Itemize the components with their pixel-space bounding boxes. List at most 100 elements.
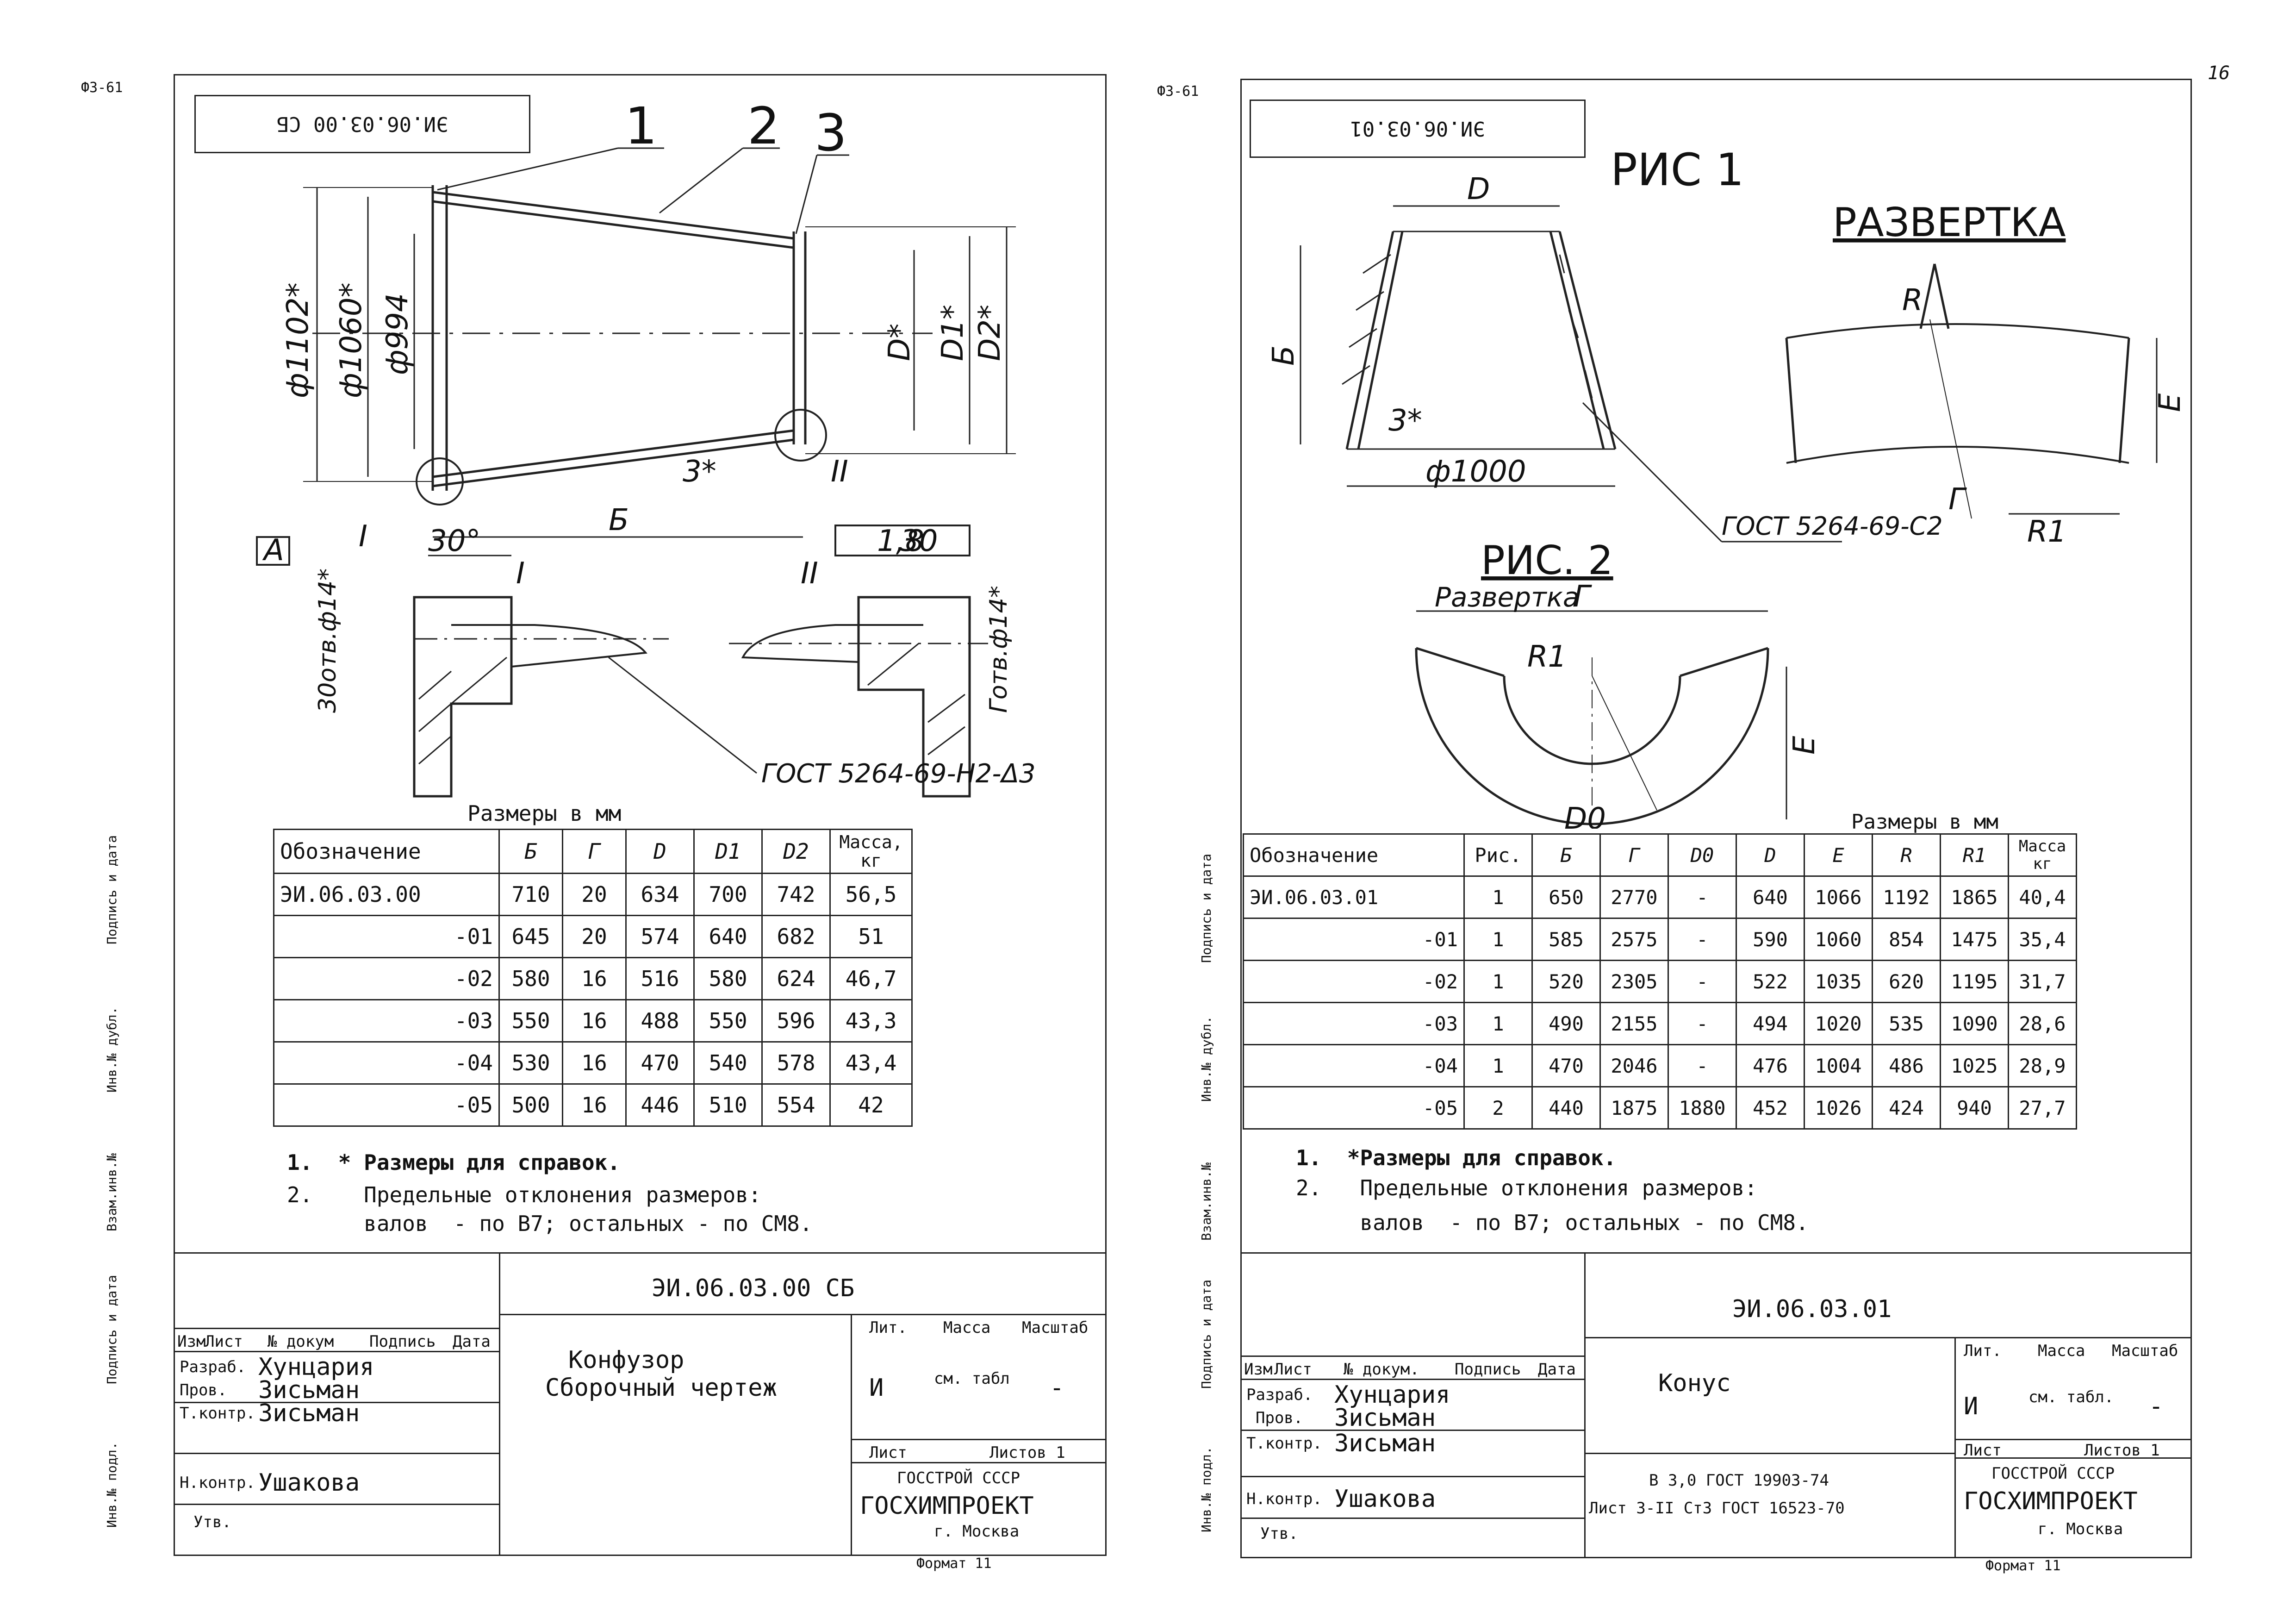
- callout-2: 2: [747, 96, 780, 156]
- table-cell: -04: [1243, 1044, 1465, 1087]
- left-note-3: валов - по В7; остальных - по СМ8.: [287, 1211, 813, 1236]
- table-cell: 490: [1531, 1002, 1601, 1045]
- table-cell: -: [1668, 918, 1737, 961]
- table-cell: 554: [761, 1083, 831, 1127]
- table-cell: 1004: [1804, 1044, 1873, 1087]
- table-cell: 1: [1463, 918, 1533, 961]
- table-cell: 494: [1736, 1002, 1805, 1045]
- table-cell: 2: [1463, 1086, 1533, 1130]
- razv-dim-R: R: [1902, 283, 1923, 318]
- table-cell: R1: [1940, 833, 2009, 877]
- holes-2: Готв.ф14*: [985, 586, 1013, 713]
- left-spec-table: Обозначение Б Г D D1 D2 Масса, кг ЭИ.06.…: [273, 829, 913, 1127]
- table-cell: 42: [829, 1083, 913, 1127]
- section-II-title: II: [801, 556, 818, 591]
- section-I-label: I: [359, 519, 367, 554]
- table-cell: 1875: [1599, 1086, 1669, 1130]
- table-cell: 16: [562, 1041, 627, 1085]
- section-I-title: I: [516, 556, 525, 591]
- table-cell: 28,6: [2008, 1002, 2077, 1045]
- table-cell: 1195: [1940, 960, 2009, 1003]
- table-cell: 1025: [1940, 1044, 2009, 1087]
- fig2-dim-G: Г: [1574, 580, 1592, 614]
- razv-dim-E: Е: [2153, 393, 2187, 412]
- table-cell: -: [1668, 1002, 1737, 1045]
- table-cell: -05: [1243, 1086, 1465, 1130]
- table-cell: -04: [273, 1041, 500, 1085]
- table-cell: 43,3: [829, 999, 913, 1043]
- table-cell: 1: [1463, 875, 1533, 919]
- table-cell: 1060: [1804, 918, 1873, 961]
- table-cell: D0: [1668, 833, 1737, 877]
- dim-D: D*: [883, 324, 917, 361]
- table-cell: 470: [625, 1041, 695, 1085]
- table-cell: 31,7: [2008, 960, 2077, 1003]
- table-cell: D: [625, 829, 695, 874]
- table-cell: 16: [562, 1083, 627, 1127]
- fig1-weld: ГОСТ 5264-69-С2: [1722, 512, 1943, 541]
- table-cell: 20: [562, 915, 627, 958]
- table-cell: 1026: [1804, 1086, 1873, 1130]
- table-cell: 500: [498, 1083, 563, 1127]
- left-part-name: Конфузор: [568, 1346, 684, 1374]
- table-cell: 1880: [1668, 1086, 1737, 1130]
- dim-d994: ф994: [380, 293, 415, 375]
- right-note-2: 2. Предельные отклонения размеров:: [1296, 1175, 1757, 1200]
- table-cell: 710: [498, 873, 563, 916]
- table-cell: 574: [625, 915, 695, 958]
- dim-D1: D1*: [936, 305, 970, 361]
- table-cell: Е: [1804, 833, 1873, 877]
- left-format: Формат 11: [916, 1555, 992, 1572]
- table-cell: 486: [1872, 1044, 1941, 1087]
- table-cell: 540: [693, 1041, 763, 1085]
- table-cell: 650: [1531, 875, 1601, 919]
- table-cell: 596: [761, 999, 831, 1043]
- table-cell: -01: [273, 915, 500, 958]
- right-sheet-frame: [1240, 79, 2192, 1558]
- table-cell: Масса, кг: [829, 829, 913, 874]
- table-cell: 550: [693, 999, 763, 1043]
- right-doc-code: ЭИ.06.03.01: [1732, 1295, 1892, 1323]
- table-cell: 43,4: [829, 1041, 913, 1085]
- razv-dim-R1: R1: [2027, 515, 2066, 549]
- fig1-dim-d1000: ф1000: [1425, 455, 1526, 489]
- table-cell: 1035: [1804, 960, 1873, 1003]
- table-cell: 20: [562, 873, 627, 916]
- dim-30deg-b: 30: [900, 524, 938, 558]
- table-cell: 51: [829, 915, 913, 958]
- table-cell: 590: [1736, 918, 1805, 961]
- table-cell: 452: [1736, 1086, 1805, 1130]
- dim-D2: D2*: [973, 305, 1007, 361]
- table-cell: 510: [693, 1083, 763, 1127]
- table-cell: Б: [1531, 833, 1601, 877]
- fig1-dim-B: Б: [1267, 345, 1301, 366]
- section-II-label: II: [831, 455, 848, 489]
- table-cell: 1066: [1804, 875, 1873, 919]
- datum-A: A: [262, 533, 284, 568]
- right-drawing: РИС 1 РАЗВЕРТКА D Б 3* ф1000 ГОСТ 5264-6…: [1267, 144, 2187, 829]
- table-cell: 440: [1531, 1086, 1601, 1130]
- table-cell: 2575: [1599, 918, 1669, 961]
- fig1-title: РИС 1: [1611, 144, 1744, 196]
- table-cell: Г: [562, 829, 627, 874]
- table-cell: D2: [761, 829, 831, 874]
- table-cell: 2155: [1599, 1002, 1669, 1045]
- table-cell: ЭИ.06.03.00: [273, 873, 500, 916]
- table-cell: Обозначение: [1243, 833, 1465, 877]
- table-cell: 424: [1872, 1086, 1941, 1130]
- table-cell: 35,4: [2008, 918, 2077, 961]
- table-cell: 2305: [1599, 960, 1669, 1003]
- left-corner-code: Ф3-61: [81, 80, 123, 96]
- table-cell: 1865: [1940, 875, 2009, 919]
- fig2-title: РИС. 2: [1481, 537, 1613, 584]
- table-cell: 476: [1736, 1044, 1805, 1087]
- table-cell: D: [1736, 833, 1805, 877]
- weld-note: ГОСТ 5264-69-Н2-Δ3: [761, 759, 1035, 789]
- table-cell: R: [1872, 833, 1941, 877]
- table-cell: 1: [1463, 960, 1533, 1003]
- table-cell: 520: [1531, 960, 1601, 1003]
